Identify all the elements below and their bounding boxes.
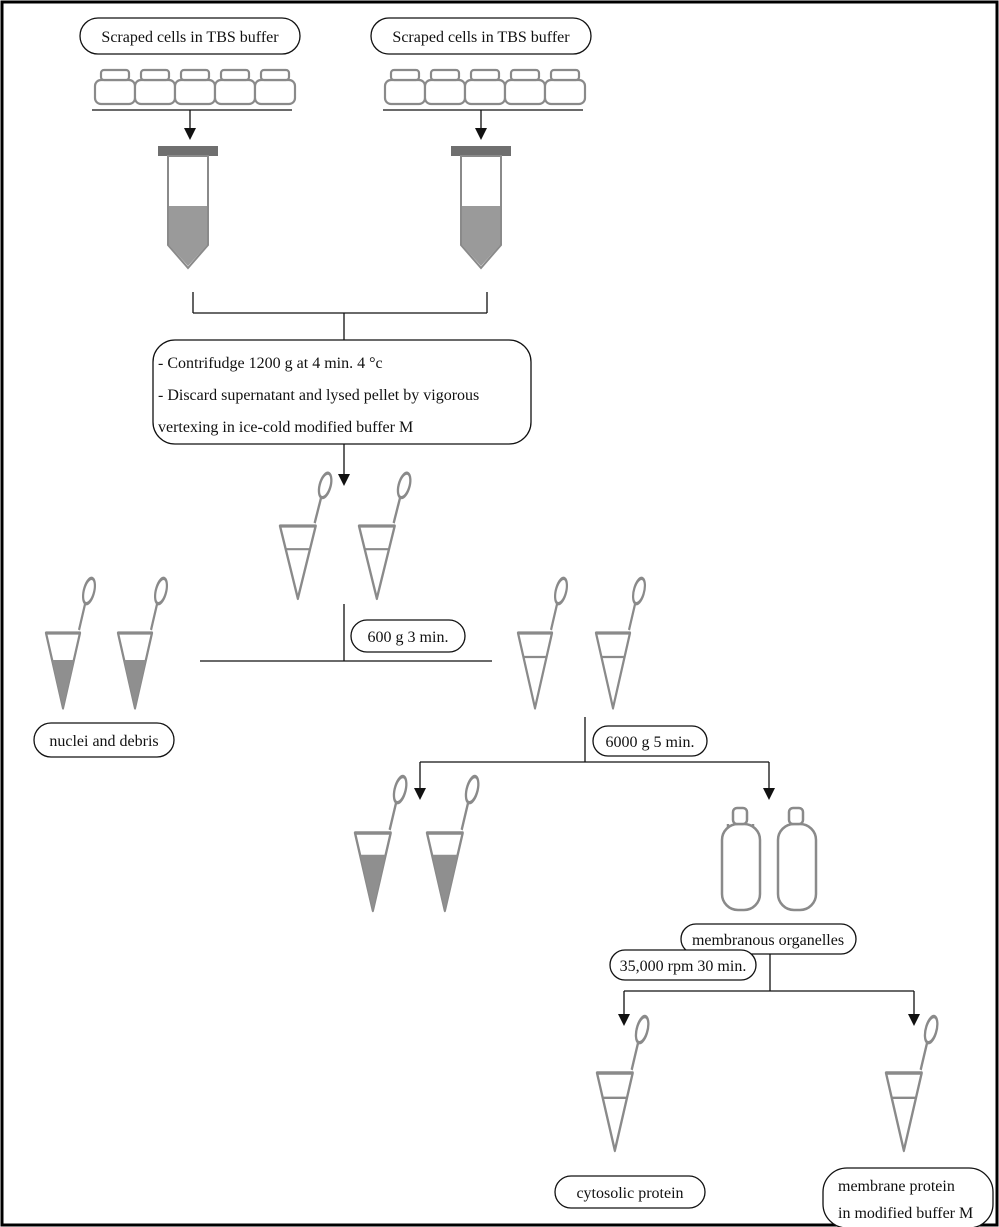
membranous-organelles-label: membranous organelles xyxy=(692,932,844,949)
arrowhead-left-dishes xyxy=(184,128,196,140)
nuclei-debris-tag: nuclei and debris xyxy=(33,722,175,758)
culture-dish-row-right xyxy=(383,68,587,106)
microtube-pellet-2 xyxy=(425,771,483,913)
scraped-cells-right-group: Scraped cells in TBS buffer xyxy=(370,17,592,270)
arrowhead-right-dishes xyxy=(475,128,487,140)
step1-line2: - Discard supernatant and lysed pellet b… xyxy=(158,387,479,404)
membrane-protein-label-1: membrane protein xyxy=(838,1178,955,1195)
arrowhead-step1 xyxy=(338,474,350,486)
culture-dish-row-left xyxy=(93,68,297,106)
microtube-supernatant-1 xyxy=(516,573,571,710)
arrowhead-6000g-left xyxy=(414,788,426,800)
microtube-pellet-1 xyxy=(353,771,411,913)
cytosolic-protein-tag: cytosolic protein xyxy=(554,1175,706,1209)
membranous-organelles-tag: membranous organelles xyxy=(680,923,857,955)
step1-line3: vertexing in ice-cold modified buffer M xyxy=(158,419,413,436)
scraped-cells-left-label: Scraped cells in TBS buffer xyxy=(101,29,279,46)
microtube-supernatant-2 xyxy=(594,573,649,710)
microtube-cytosolic xyxy=(595,1011,653,1153)
merge-bracket xyxy=(192,292,488,340)
microtube-lysate-2 xyxy=(357,468,415,601)
step1-instruction-box: - Contrifudge 1200 g at 4 min. 4 °c - Di… xyxy=(152,339,532,445)
spin-600g-tag: 600 g 3 min. xyxy=(350,619,466,653)
spin-600g-label: 600 g 3 min. xyxy=(368,629,449,646)
membrane-protein-label-2: in modified buffer M xyxy=(838,1205,973,1222)
microtube-nuclei-1 xyxy=(44,573,99,710)
scraped-cells-right-label: Scraped cells in TBS buffer xyxy=(392,29,570,46)
scraped-cells-right-box xyxy=(370,17,592,55)
microtube-nuclei-2 xyxy=(116,573,171,710)
spin-35000-label: 35,000 rpm 30 min. xyxy=(620,958,747,975)
conical-tube-right xyxy=(451,146,511,270)
arrowhead-6000g-right xyxy=(763,788,775,800)
spin-6000g-label: 6000 g 5 min. xyxy=(606,734,695,751)
scraped-cells-left-group: Scraped cells in TBS buffer xyxy=(79,17,301,270)
ultracentrifuge-bottles xyxy=(720,806,818,912)
cytosolic-protein-label: cytosolic protein xyxy=(576,1185,683,1202)
spin-6000g-tag: 6000 g 5 min. xyxy=(592,725,708,757)
arrowhead-35000-left xyxy=(618,1014,630,1026)
arrowhead-35000-right xyxy=(908,1014,920,1026)
scraped-cells-left-box xyxy=(79,17,301,55)
microtube-membrane xyxy=(884,1011,942,1153)
step1-line1: - Contrifudge 1200 g at 4 min. 4 °c xyxy=(158,355,383,372)
conical-tube-left xyxy=(158,146,218,270)
spin-35000-tag: 35,000 rpm 30 min. xyxy=(609,949,757,981)
membrane-protein-tag: membrane protein in modified buffer M xyxy=(822,1167,994,1227)
microtube-lysate-1 xyxy=(278,468,336,601)
nuclei-debris-label: nuclei and debris xyxy=(49,733,158,750)
